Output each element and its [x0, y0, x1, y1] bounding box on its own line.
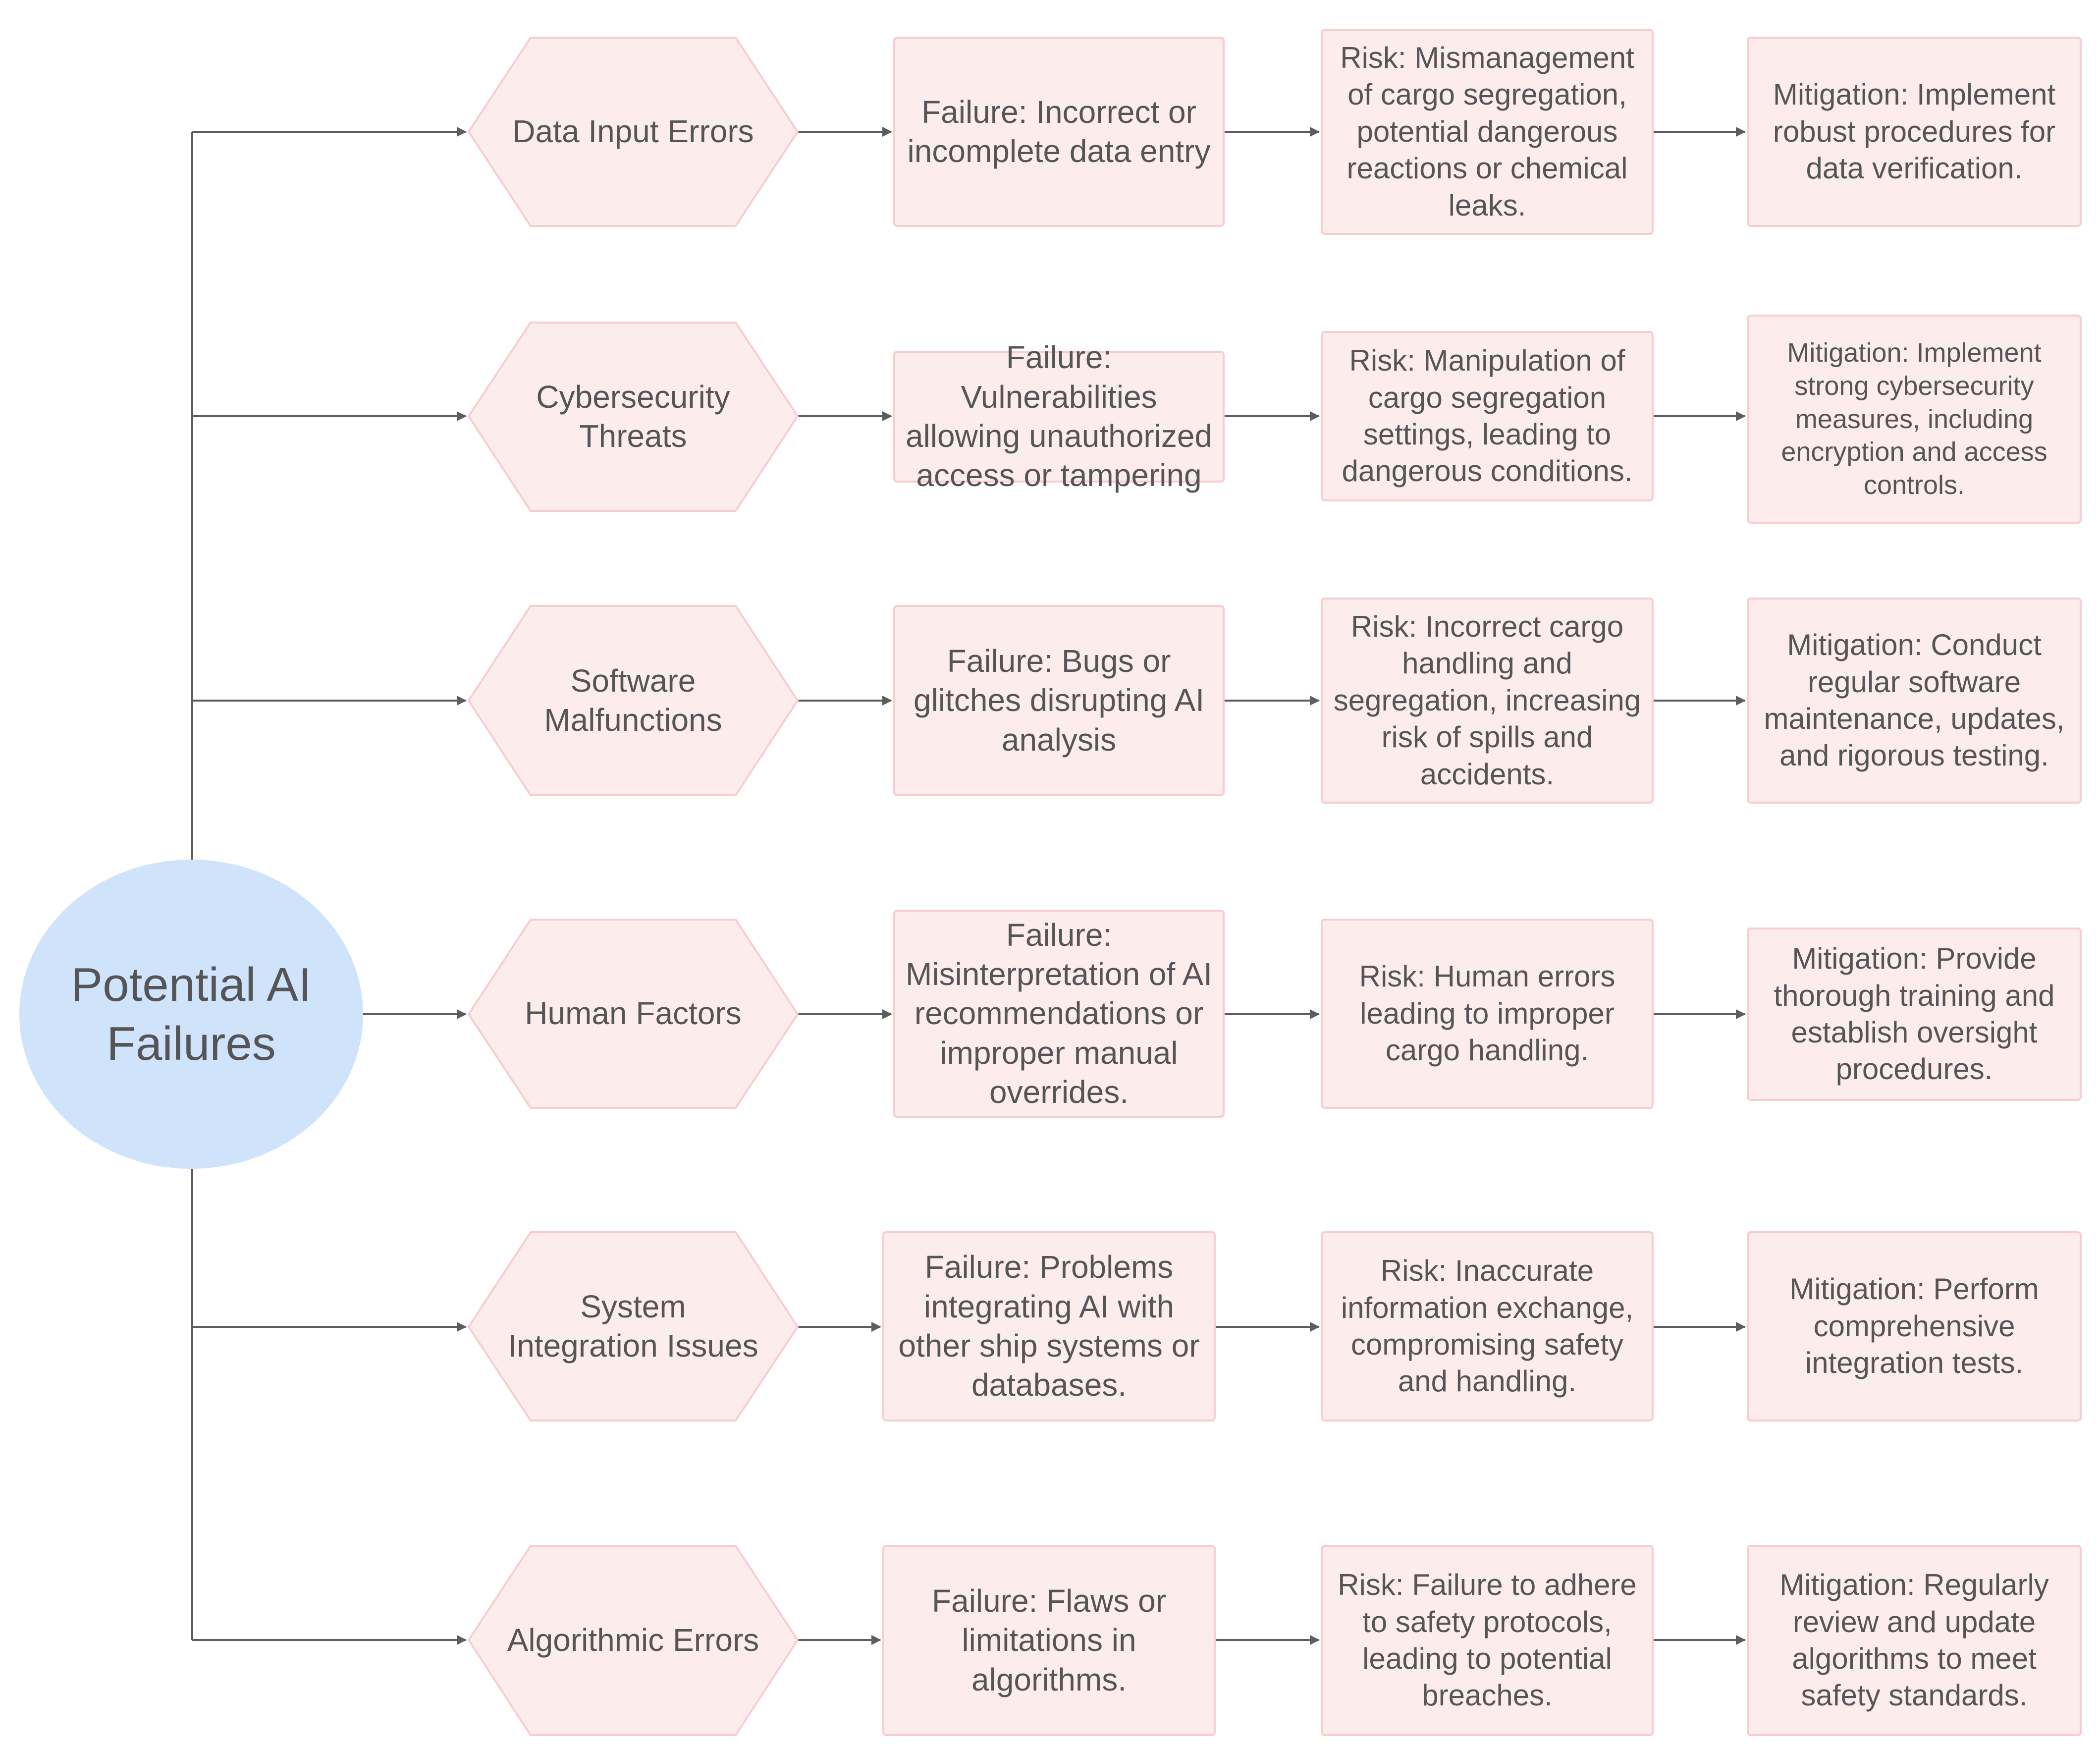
category-hexagon-3: [467, 605, 799, 796]
risk-box-3: [1321, 598, 1654, 804]
mitigation-label-1: Mitigation: Implement robust procedures …: [1773, 78, 2056, 185]
failure-label-6: Failure: Flaws or limitations in algorit…: [932, 1583, 1166, 1697]
risk-box-2: [1321, 331, 1654, 501]
risk-label-5: Risk: Inaccurate information exchange, c…: [1341, 1254, 1634, 1398]
category-label-6: Algorithmic Errors: [507, 1622, 759, 1658]
risk-box-5: [1321, 1231, 1654, 1421]
mitigation-label-5: Mitigation: Perform comprehensive integr…: [1789, 1272, 2039, 1380]
risk-box-6: [1321, 1545, 1654, 1736]
category-label-5: System Integration Issues: [508, 1288, 758, 1364]
root-label: Potential AI Failures: [71, 958, 312, 1070]
mitigation-box-2: [1747, 315, 2082, 524]
failure-box-3: [893, 605, 1225, 796]
risk-label-2: Risk: Manipulation of cargo segregation …: [1342, 344, 1633, 488]
risk-label-3: Risk: Incorrect cargo handling and segre…: [1333, 610, 1641, 791]
failure-box-6: [882, 1545, 1216, 1736]
risk-box-4: [1321, 919, 1654, 1109]
failure-box-4: [893, 910, 1225, 1118]
mitigation-box-5: [1747, 1231, 2082, 1421]
mitigation-label-4: Mitigation: Provide thorough training an…: [1774, 942, 2055, 1086]
failure-box-5: [882, 1231, 1216, 1421]
risk-box-1: [1321, 29, 1654, 235]
category-label-2: Cybersecurity Threats: [536, 379, 730, 454]
connectors: [191, 127, 1746, 1645]
mitigation-box-4: [1747, 928, 2082, 1101]
category-hexagon-5: [467, 1231, 799, 1421]
risk-label-1: Risk: Mismanagement of cargo segregation…: [1340, 41, 1634, 222]
mitigation-label-2: Mitigation: Implement strong cybersecuri…: [1781, 337, 2047, 500]
failure-label-5: Failure: Problems integrating AI with ot…: [898, 1249, 1200, 1403]
mitigation-box-3: [1747, 598, 2082, 804]
mitigation-label-3: Mitigation: Conduct regular software mai…: [1764, 628, 2065, 772]
mitigation-label-6: Mitigation: Regularly review and update …: [1779, 1568, 2049, 1712]
failure-label-1: Failure: Incorrect or incomplete data en…: [907, 94, 1211, 169]
failure-box-2: [893, 351, 1225, 483]
risk-label-4: Risk: Human errors leading to improper c…: [1359, 960, 1615, 1067]
category-hexagon-6: [467, 1545, 799, 1736]
root-ellipse: [19, 860, 363, 1169]
mitigation-box-1: [1747, 37, 2082, 227]
failure-label-4: Failure: Misinterpretation of AI recomme…: [906, 917, 1212, 1110]
shapes: [19, 29, 2082, 1736]
failure-label-2: Failure: Vulnerabilities allowing unauth…: [905, 339, 1213, 493]
category-label-1: Data Input Errors: [512, 113, 754, 150]
category-hexagon-2: [467, 322, 799, 512]
category-hexagon-1: [467, 37, 799, 227]
mitigation-box-6: [1747, 1545, 2082, 1736]
risk-label-6: Risk: Failure to adhere to safety protoc…: [1338, 1568, 1637, 1712]
category-label-3: Software Malfunctions: [544, 662, 722, 738]
failure-box-1: [893, 37, 1225, 227]
failure-label-3: Failure: Bugs or glitches disrupting AI …: [914, 643, 1204, 758]
category-hexagon-4: [467, 919, 799, 1109]
category-label-4: Human Factors: [525, 995, 742, 1032]
